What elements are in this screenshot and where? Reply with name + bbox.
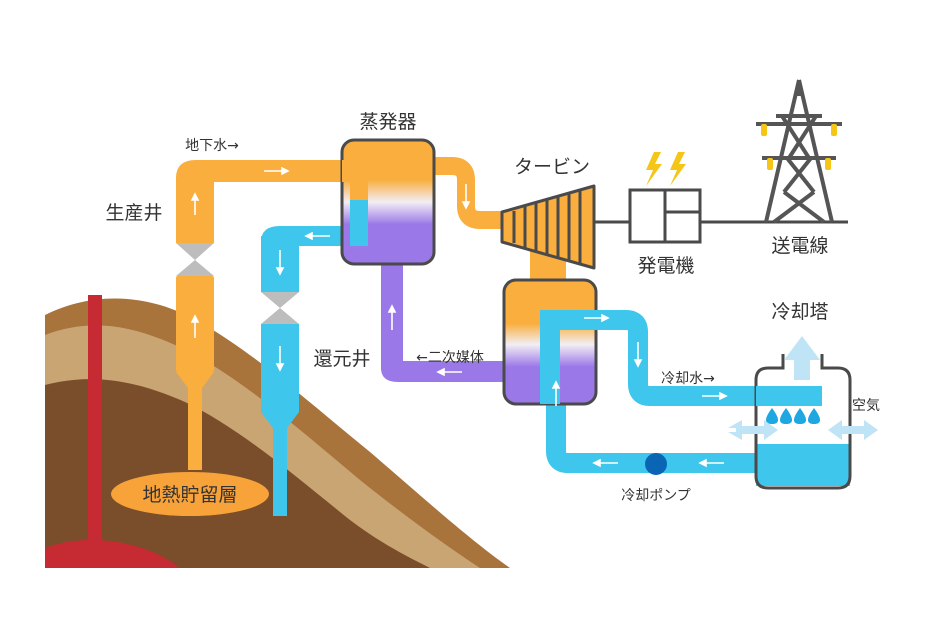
flow-arrow-icon [633, 342, 643, 368]
evaporator-label: 蒸発器 [359, 111, 416, 133]
air-label: 空気 [852, 398, 880, 414]
flow-arrow-icon [264, 166, 290, 176]
groundwater-label: 地下水→ [185, 138, 239, 154]
secondary-pipe-corner [381, 360, 403, 382]
cooling-tower-label: 冷却塔 [771, 301, 828, 323]
lightning-bolt-icon [670, 152, 686, 186]
flow-arrow-icon [275, 250, 285, 276]
vapor-pipe [432, 157, 504, 229]
flow-arrow-icon [551, 380, 561, 406]
air-intake-arrow-right-icon [828, 420, 878, 440]
cooling-water-label: 冷却水→ [661, 371, 715, 387]
transmission-tower-icon [756, 79, 842, 224]
condenser-coil-left [540, 320, 560, 404]
production-well-taper [176, 372, 214, 388]
lightning-bolt-icon [646, 152, 662, 186]
production-well-shaft [188, 386, 202, 470]
secondary-medium-label: ←二次媒体 [416, 350, 484, 366]
flow-arrow-icon [190, 314, 200, 338]
geothermal-reservoir: 地熱貯留層 [111, 472, 269, 516]
generator-label: 発電機 [637, 255, 694, 277]
evaporator-cold-coil [350, 200, 368, 246]
air-exhaust-arrow-icon [784, 336, 820, 380]
cooling-tower-shell [754, 354, 852, 490]
turbine-blades [512, 190, 582, 264]
flow-arrow-icon [304, 231, 330, 241]
injection-well-taper [261, 412, 299, 428]
flow-arrow-icon [584, 313, 610, 323]
cooling-return-pipe [546, 392, 756, 473]
cooling-tower-water [756, 444, 850, 486]
evaporator: 蒸発器 [340, 111, 436, 266]
air-intake-arrow-left-icon [728, 420, 778, 440]
magma-chamber [45, 539, 180, 568]
cooling-pump-label: 冷却ポンプ [621, 488, 691, 504]
turbine-label: タービン [514, 156, 590, 178]
flow-arrow-icon [387, 304, 397, 330]
condenser [502, 278, 598, 406]
injection-well-shaft [273, 426, 287, 516]
reservoir-label: 地熱貯留層 [142, 484, 237, 506]
insulators [761, 124, 837, 170]
evaporator-hot-coil [350, 164, 368, 210]
turbine: タービン [500, 156, 596, 270]
flow-arrow-icon [698, 458, 724, 468]
condenser-coil-top [540, 310, 598, 330]
flow-arrow-icon [702, 391, 728, 401]
cooling-water-inlet [756, 386, 822, 406]
transmission-line-label: 送電線 [771, 235, 828, 257]
flow-arrow-icon [436, 367, 462, 377]
cooling-tower: 冷却塔 空気 [728, 301, 880, 490]
vapor-pipe-path [432, 157, 504, 229]
production-valve [176, 243, 214, 276]
injection-valve [261, 292, 299, 324]
flow-arrow-icon [275, 346, 285, 372]
generator: 発電機 [628, 152, 702, 277]
flow-arrow-icon [190, 192, 200, 215]
water-drops-icon [766, 408, 820, 424]
injection-well-label: 還元井 [313, 348, 370, 370]
cooling-pump-icon [645, 453, 667, 475]
production-well-label: 生産井 [105, 202, 162, 224]
magma-conduit [88, 295, 102, 545]
ground-layer-dark [45, 379, 430, 568]
flow-arrow-icon [592, 458, 618, 468]
flow-arrow-icon [461, 184, 471, 210]
flow-arrows [190, 166, 728, 468]
